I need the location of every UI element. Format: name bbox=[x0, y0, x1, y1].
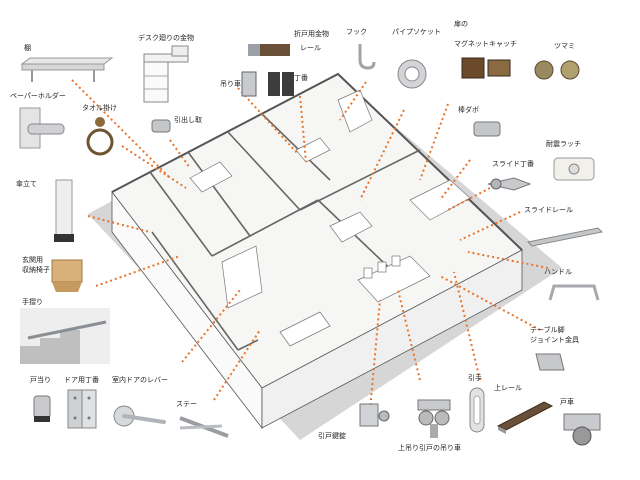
label-shelf: 棚 bbox=[24, 44, 31, 52]
label-paper-holder: ペーパーホルダー bbox=[10, 92, 66, 100]
label-sliding-lock: 引戸鍵錠 bbox=[318, 432, 346, 440]
table-joint-icon bbox=[535, 353, 565, 371]
door-hinge-icon bbox=[67, 389, 97, 429]
label-desk-hardware: デスク廻りの金物 bbox=[138, 34, 194, 42]
label-handrail: 手摺り bbox=[22, 298, 43, 306]
furniture bbox=[189, 89, 471, 347]
label-hanging-wheel: 吊り車 bbox=[220, 80, 241, 88]
label-pipe-support: 棒ダボ bbox=[458, 106, 479, 114]
label-door-hinge: ドア用丁番 bbox=[64, 376, 99, 384]
label-door-roller: 戸車 bbox=[560, 398, 574, 406]
label-interior-lever: 室内ドアのレバー bbox=[112, 376, 168, 384]
label-slide-hinge: スライド丁番 bbox=[492, 160, 534, 168]
lever-handle-icon bbox=[113, 405, 166, 427]
stay-icon bbox=[179, 416, 229, 438]
hook-icon bbox=[358, 44, 376, 70]
label-folding-door-2: レール bbox=[300, 44, 321, 52]
leader-lines bbox=[71, 79, 549, 411]
sliding-lock-icon bbox=[359, 403, 390, 427]
label-magnet-catch-1: 扉の bbox=[454, 20, 468, 28]
desk-icon bbox=[143, 45, 189, 103]
label-table-leg-2: ジョイント金具 bbox=[530, 336, 579, 344]
label-hinge: 丁番 bbox=[294, 74, 308, 82]
label-handle: ハンドル bbox=[544, 268, 572, 276]
folding-rail-icon bbox=[248, 44, 290, 56]
label-entry-storage-2: 収納椅子 bbox=[22, 266, 50, 274]
label-top-rail: 上レール bbox=[494, 384, 522, 392]
label-slide-rail: スライドレール bbox=[524, 206, 573, 214]
label-knob: ツマミ bbox=[554, 42, 575, 50]
pipe-support-icon bbox=[473, 121, 501, 137]
label-umbrella-stand: 傘立て bbox=[16, 180, 37, 188]
drawer-pull-icon bbox=[151, 119, 171, 133]
label-finger-pull: 引手 bbox=[468, 374, 482, 382]
sliding-hanger-icon bbox=[417, 399, 451, 438]
label-pull-handle: 引出し取 bbox=[174, 116, 202, 124]
finger-pull-icon bbox=[469, 387, 485, 433]
entry-bench-icon bbox=[51, 259, 83, 292]
label-stay: ステー bbox=[176, 400, 197, 408]
slide-hinge-icon bbox=[487, 177, 532, 191]
label-pipe-socket: パイプソケット bbox=[392, 28, 441, 36]
shelf-icon bbox=[20, 57, 114, 82]
hanging-wheel-icon bbox=[241, 71, 294, 97]
handle-icon bbox=[548, 284, 600, 301]
label-entry-storage-1: 玄関用 bbox=[22, 256, 43, 264]
towel-ring-icon bbox=[86, 117, 114, 156]
seismic-latch-icon bbox=[553, 157, 595, 181]
label-folding-door-1: 折戸用金物 bbox=[294, 30, 329, 38]
umbrella-stand-icon bbox=[54, 179, 74, 242]
label-towel-ring: タオル掛け bbox=[82, 104, 117, 112]
wall-front-right bbox=[261, 249, 523, 429]
magnet-catch-icon bbox=[461, 57, 511, 79]
paper-holder-icon bbox=[19, 107, 65, 149]
pipe-socket-icon bbox=[397, 59, 427, 89]
knob-icon bbox=[534, 60, 580, 80]
label-sliding-hanger: 上吊り引戸の吊り車 bbox=[398, 444, 461, 452]
handrail-icon bbox=[20, 308, 110, 364]
label-table-leg-1: テーブル脚 bbox=[530, 326, 565, 334]
door-roller-icon bbox=[563, 413, 601, 446]
label-door-stop: 戸当り bbox=[30, 376, 51, 384]
label-seismic-latch: 耐震ラッチ bbox=[546, 140, 581, 148]
slide-rail-icon bbox=[526, 227, 604, 247]
interior-walls bbox=[149, 113, 421, 351]
label-magnet-catch-2: マグネットキャッチ bbox=[454, 40, 517, 48]
door-stop-icon bbox=[33, 395, 51, 422]
label-hook: フック bbox=[346, 28, 367, 36]
top-rail-icon bbox=[496, 401, 554, 434]
